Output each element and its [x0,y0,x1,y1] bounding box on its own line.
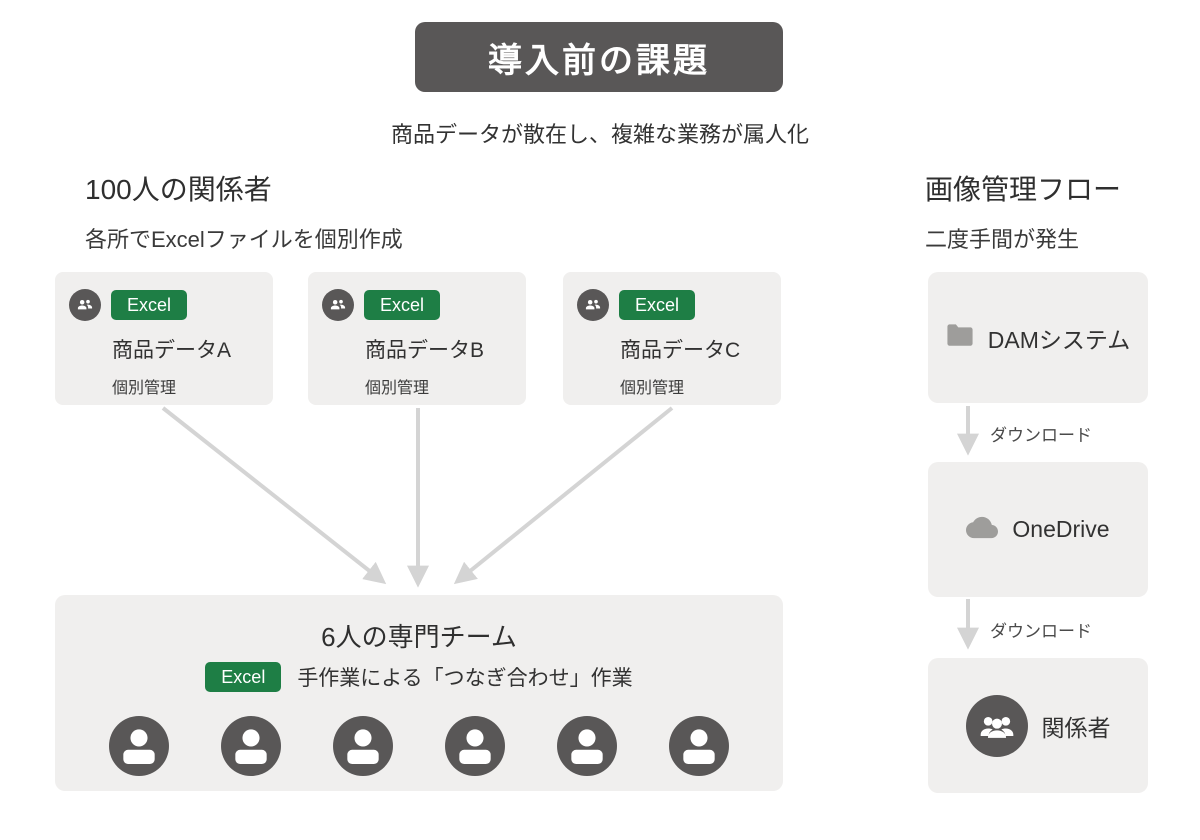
stakeholders-label: 関係者 [1041,714,1111,741]
person-icon [221,716,281,776]
right-section-heading: 画像管理フロー [925,174,1122,205]
team-description: 手作業による「つなぎ合わせ」作業 [297,667,633,690]
download-label-2: ダウンロード [990,622,1092,641]
users-icon [322,289,354,321]
team-description-row: Excel 手作業による「つなぎ合わせ」作業 [55,662,783,692]
excel-badge: Excel [205,662,282,692]
dam-system-box: DAMシステム [928,272,1148,403]
onedrive-box: OneDrive [928,462,1148,597]
download-label-1: ダウンロード [990,426,1092,445]
arrow-card-a-to-team [161,406,387,585]
cloud-icon [966,514,999,546]
group-icon [965,694,1028,757]
person-icon [333,716,393,776]
dam-system-label: DAMシステム [987,326,1131,353]
excel-card-b: Excel 商品データB 個別管理 [308,272,526,405]
folder-icon [946,323,974,352]
person-icon [445,716,505,776]
stakeholders-box: 関係者 [928,658,1148,793]
card-title: 商品データA [112,339,232,362]
card-title: 商品データB [365,339,485,362]
team-box: 6人の専門チーム Excel 手作業による「つなぎ合わせ」作業 [55,595,783,791]
page-subtitle: 商品データが散在し、複雑な業務が属人化 [390,122,809,147]
left-section-heading: 100人の関係者 [85,174,272,205]
team-title: 6人の専門チーム [321,622,517,652]
person-icon [109,716,169,776]
team-avatars-row [55,716,783,776]
users-icon [577,289,609,321]
card-header-row: Excel [577,289,767,321]
excel-card-a: Excel 商品データA 個別管理 [55,272,273,405]
excel-badge: Excel [364,290,441,320]
card-note: 個別管理 [365,380,430,397]
left-section-subheading: 各所でExcelファイルを個別作成 [85,227,403,252]
card-title: 商品データC [620,339,741,362]
card-header-row: Excel [322,289,512,321]
title-banner: 導入前の課題 [415,22,783,92]
onedrive-label: OneDrive [1012,516,1110,542]
excel-badge: Excel [111,290,188,320]
excel-card-c: Excel 商品データC 個別管理 [563,272,781,405]
person-icon [557,716,617,776]
card-note: 個別管理 [112,380,177,397]
users-icon [69,289,101,321]
right-section-subheading: 二度手間が発生 [925,227,1080,252]
card-header-row: Excel [69,289,259,321]
page-title: 導入前の課題 [488,41,710,80]
card-note: 個別管理 [620,380,685,397]
person-icon [669,716,729,776]
arrow-card-c-to-team [453,406,674,585]
excel-badge: Excel [619,290,696,320]
